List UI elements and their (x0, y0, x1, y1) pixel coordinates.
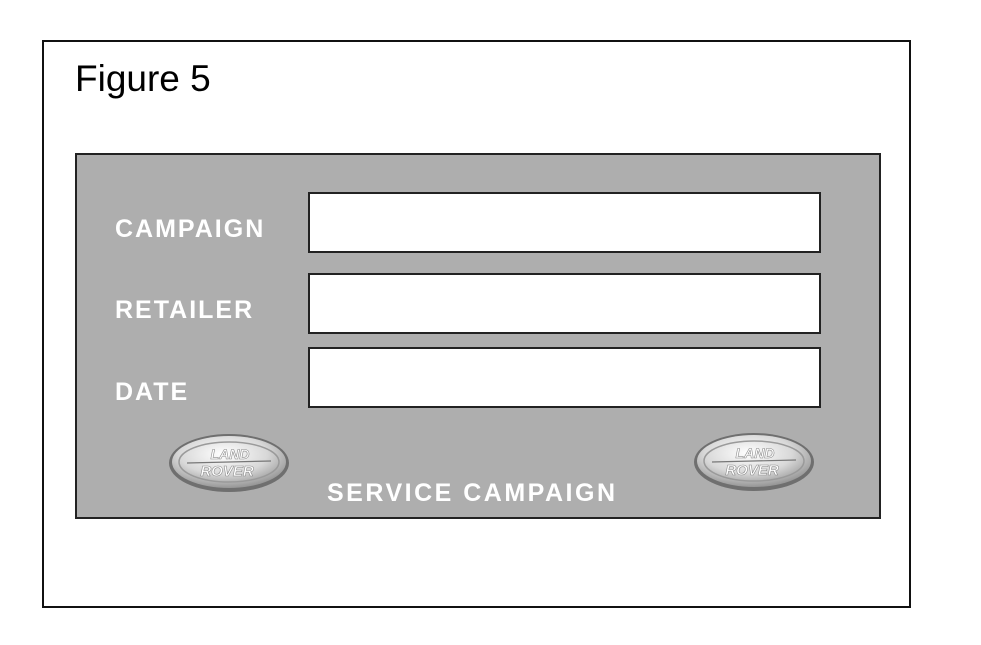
svg-text:LAND: LAND (736, 445, 775, 461)
svg-text:ROVER: ROVER (725, 462, 779, 479)
campaign-field[interactable] (308, 192, 821, 253)
campaign-label: CAMPAIGN (115, 215, 266, 243)
figure-title: Figure 5 (75, 58, 211, 99)
date-field[interactable] (308, 347, 821, 408)
land-rover-logo-icon: LAND ROVER (692, 431, 816, 493)
svg-text:ROVER: ROVER (200, 463, 254, 480)
retailer-field[interactable] (308, 273, 821, 334)
retailer-label: RETAILER (115, 296, 255, 324)
svg-text:LAND: LAND (211, 446, 250, 462)
service-campaign-footer: SERVICE CAMPAIGN (327, 479, 618, 507)
date-label: DATE (115, 378, 190, 406)
land-rover-logo-icon: LAND ROVER (167, 432, 291, 494)
